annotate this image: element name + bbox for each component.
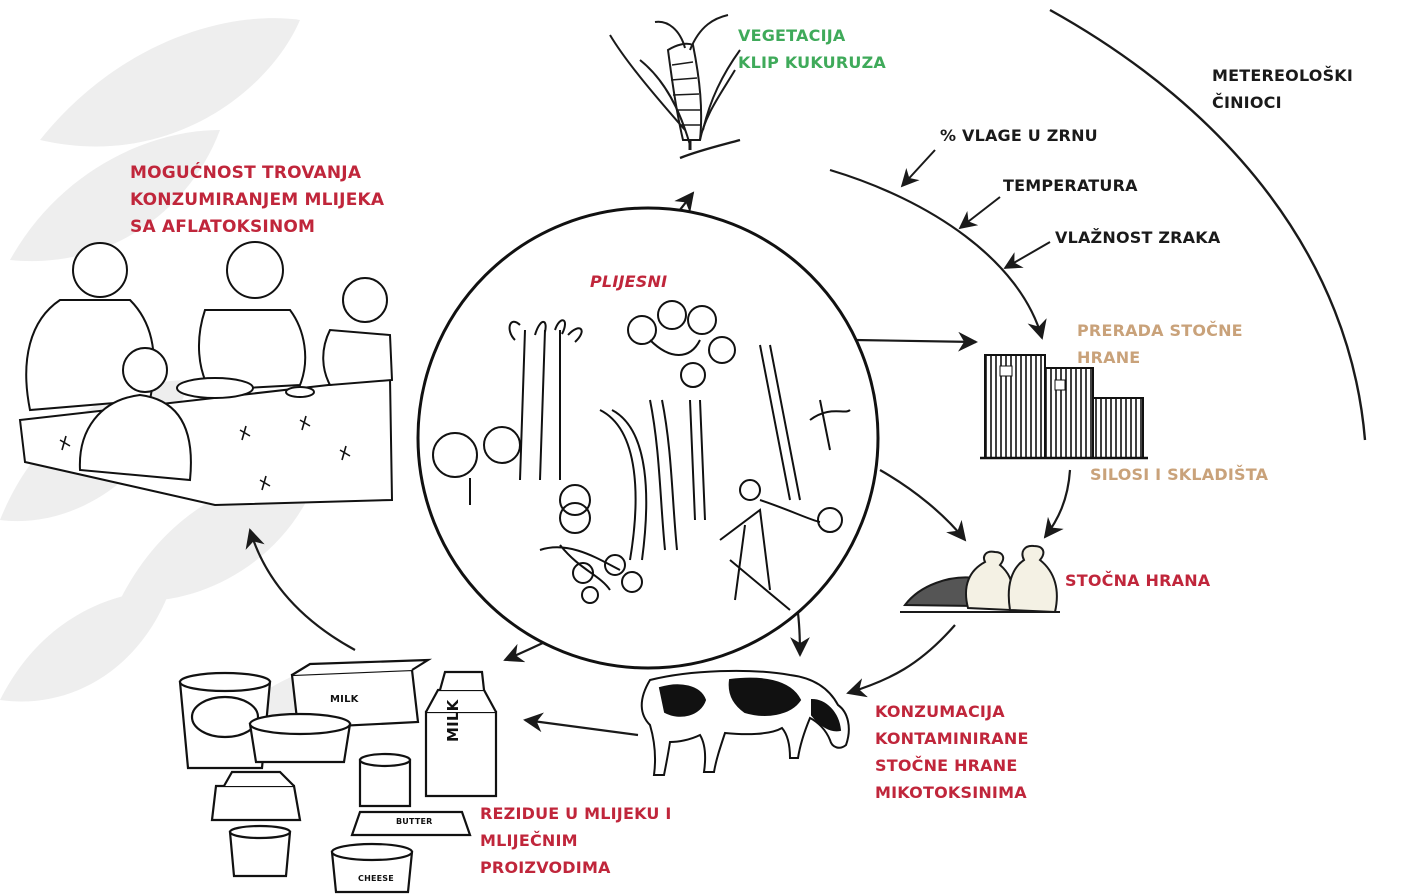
poisoning-line-1: MOGUĆNOST TROVANJA <box>130 160 384 187</box>
girl-head <box>123 348 167 392</box>
feed-label: STOČNA HRANA <box>1065 567 1210 594</box>
consumption-line-1: KONZUMACIJA <box>875 698 1029 725</box>
family-illustration <box>20 242 392 505</box>
arrow-temperature <box>960 197 1000 228</box>
milk-carton-label: MILK <box>444 700 462 743</box>
processing-label: PRERADA STOČNE HRANE <box>1077 317 1243 371</box>
silos-text: SILOSI I SKLADIŠTA <box>1090 461 1268 488</box>
feed-sacks <box>900 546 1060 612</box>
residues-label: REZIDUE U MLIJEKU I MLIJEČNIM PROIZVODIM… <box>480 800 672 881</box>
milk-tub-label: MILK <box>330 694 359 705</box>
small-carton <box>212 786 300 820</box>
meteorological-label: METEREOLOŠKI ČINIOCI <box>1212 62 1353 116</box>
meteorological-line-2: ČINIOCI <box>1212 89 1353 116</box>
arrow-feed-to-cow <box>848 625 955 693</box>
arrow-grain-moisture <box>902 150 935 186</box>
consumption-line-3: STOČNE HRANE <box>875 752 1029 779</box>
processing-line-2: HRANE <box>1077 344 1243 371</box>
air-humidity-label: VLAŽNOST ZRAKA <box>1055 224 1220 251</box>
vegetation-label: VEGETACIJA KLIP KUKURUZA <box>738 22 886 76</box>
residues-line-2: MLIJEČNIM <box>480 827 672 854</box>
meteorological-line-1: METEREOLOŠKI <box>1212 62 1353 89</box>
mother-head <box>227 242 283 298</box>
arrow-cow-to-dairy <box>525 720 638 735</box>
air-humidity-text: VLAŽNOST ZRAKA <box>1055 224 1220 251</box>
boy-head <box>343 278 387 322</box>
poisoning-label: MOGUĆNOST TROVANJA KONZUMIRANJEM MLIJEKA… <box>130 160 384 241</box>
silos-label: SILOSI I SKLADIŠTA <box>1090 461 1268 488</box>
poisoning-line-2: KONZUMIRANJEM MLIJEKA <box>130 187 384 214</box>
grain-moisture-label: % VLAGE U ZRNU <box>940 122 1098 149</box>
consumption-line-2: KONTAMINIRANE <box>875 725 1029 752</box>
poisoning-line-3: SA AFLATOKSINOM <box>130 214 384 241</box>
temperature-label: TEMPERATURA <box>1003 172 1138 199</box>
vegetation-line-2: KLIP KUKURUZA <box>738 49 886 76</box>
molds-text: PLIJESNI <box>590 268 667 295</box>
arrow-air-humidity <box>1005 242 1050 268</box>
residues-line-1: REZIDUE U MLIJEKU I <box>480 800 672 827</box>
arrow-molds-to-processing <box>855 340 976 342</box>
cow-illustration <box>642 671 849 775</box>
consumption-label: KONZUMACIJA KONTAMINIRANE STOČNE HRANE M… <box>875 698 1029 806</box>
grain-moisture-text: % VLAGE U ZRNU <box>940 122 1098 149</box>
cheese-label: CHEESE <box>358 874 394 883</box>
temperature-text: TEMPERATURA <box>1003 172 1138 199</box>
arrow-molds-to-feed <box>880 470 965 540</box>
vegetation-line-1: VEGETACIJA <box>738 22 886 49</box>
father-head <box>73 243 127 297</box>
arrow-silos-to-feed <box>1045 470 1070 537</box>
consumption-line-4: MIKOTOKSINIMA <box>875 779 1029 806</box>
processing-line-1: PRERADA STOČNE <box>1077 317 1243 344</box>
molds-label: PLIJESNI <box>590 268 667 295</box>
residues-line-3: PROIZVODIMA <box>480 854 672 881</box>
corn-illustration <box>610 15 740 158</box>
butter-label: BUTTER <box>396 817 433 826</box>
feed-text: STOČNA HRANA <box>1065 567 1210 594</box>
